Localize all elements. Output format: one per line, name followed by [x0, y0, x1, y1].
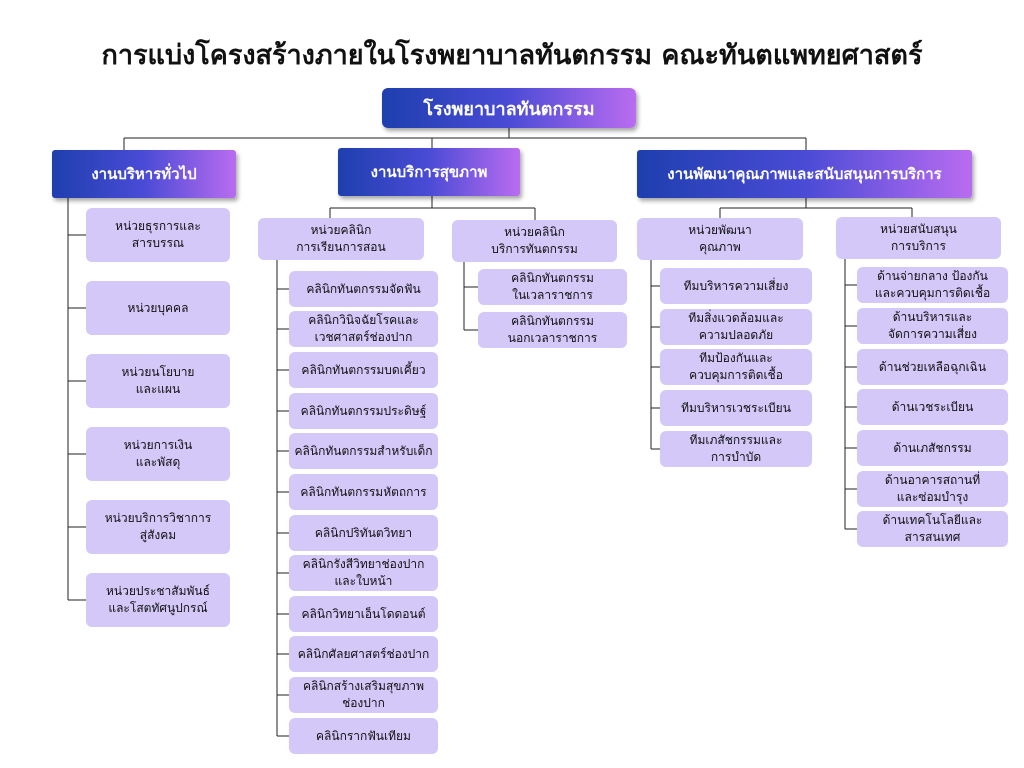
group-teaching-clinic: หน่วยคลินิก การเรียนการสอน [258, 218, 424, 260]
group-service-clinic: หน่วยคลินิก บริการทันตกรรม [452, 220, 617, 262]
root-node: โรงพยาบาลทันตกรรม [382, 88, 636, 128]
clinic-item-0: คลินิกทันตกรรมจัดฟัน [289, 271, 438, 307]
support-item-3: ด้านเวชระเบียน [857, 389, 1008, 425]
support-item-4: ด้านเภสัชกรรม [857, 430, 1008, 466]
clinic-item-9: คลินิกศัลยศาสตร์ช่องปาก [289, 636, 438, 672]
clinic-item-5: คลินิกทันตกรรมหัตถการ [289, 474, 438, 510]
unit-admin-0: หน่วยธุรการและ สารบรรณ [86, 208, 230, 262]
unit-admin-2: หน่วยนโยบาย และแผน [86, 354, 230, 408]
service-clinic-item-0: คลินิกทันตกรรม ในเวลาราชการ [478, 269, 627, 305]
unit-admin-3: หน่วยการเงิน และพัสดุ [86, 427, 230, 481]
unit-admin-5: หน่วยประชาสัมพันธ์ และโสตทัศนูปกรณ์ [86, 573, 230, 627]
quality-item-0: ทีมบริหารความเสี่ยง [660, 268, 812, 304]
page-title: การแบ่งโครงสร้างภายในโรงพยาบาลทันตกรรม ค… [101, 40, 923, 71]
quality-item-4: ทีมเภสัชกรรมและ การบำบัด [660, 431, 812, 467]
group-service-support: หน่วยสนับสนุน การบริการ [836, 217, 1001, 259]
quality-item-2: ทีมป้องกันและ ควบคุมการติดเชื้อ [660, 349, 812, 385]
clinic-item-10: คลินิกสร้างเสริมสุขภาพ ช่องปาก [289, 677, 438, 713]
dept-quality-support: งานพัฒนาคุณภาพและสนับสนุนการบริการ [637, 150, 972, 198]
clinic-item-1: คลินิกวินิจฉัยโรคและ เวชศาสตร์ช่องปาก [289, 311, 438, 347]
clinic-item-11: คลินิกรากฟันเทียม [289, 718, 438, 754]
unit-admin-4: หน่วยบริการวิชาการ สู่สังคม [86, 500, 230, 554]
support-item-0: ด้านจ่ายกลาง ป้องกัน และควบคุมการติดเชื้… [857, 267, 1008, 303]
clinic-item-8: คลินิกวิทยาเอ็นโดดอนต์ [289, 596, 438, 632]
service-clinic-item-1: คลินิกทันตกรรม นอกเวลาราชการ [478, 312, 627, 348]
dept-health-services: งานบริการสุขภาพ [338, 148, 520, 196]
support-item-6: ด้านเทคโนโลยีและ สารสนเทศ [857, 511, 1008, 547]
quality-item-1: ทีมสิ่งแวดล้อมและ ความปลอดภัย [660, 309, 812, 345]
dept-general-admin: งานบริหารทั่วไป [52, 150, 236, 198]
clinic-item-2: คลินิกทันตกรรมบดเคี้ยว [289, 352, 438, 388]
quality-item-3: ทีมบริหารเวชระเบียน [660, 390, 812, 426]
clinic-item-4: คลินิกทันตกรรมสำหรับเด็ก [289, 433, 438, 469]
group-quality-dev: หน่วยพัฒนา คุณภาพ [637, 218, 803, 260]
clinic-item-3: คลินิกทันตกรรมประดิษฐ์ [289, 393, 438, 429]
support-item-2: ด้านช่วยเหลือฉุกเฉิน [857, 349, 1008, 385]
clinic-item-6: คลินิกปริทันตวิทยา [289, 515, 438, 551]
clinic-item-7: คลินิกรังสีวิทยาช่องปาก และใบหน้า [289, 555, 438, 591]
unit-admin-1: หน่วยบุคคล [86, 281, 230, 335]
support-item-5: ด้านอาคารสถานที่ และซ่อมบำรุง [857, 471, 1008, 507]
support-item-1: ด้านบริหารและ จัดการความเสี่ยง [857, 308, 1008, 344]
